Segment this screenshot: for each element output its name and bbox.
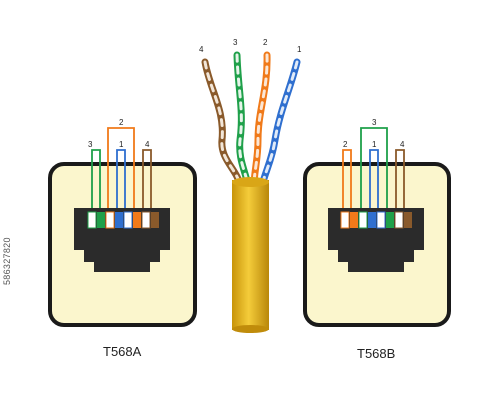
- cable-jacket: [232, 180, 269, 330]
- cable-jacket-bottom: [232, 325, 269, 333]
- cable-pair-label-4: 4: [199, 45, 204, 54]
- cable-jacket-top: [232, 177, 269, 187]
- t568a-pair-label-1: 1: [119, 140, 124, 149]
- t568a-pair-label-3: 3: [88, 140, 93, 149]
- t568b-pair-label-3: 3: [372, 118, 377, 127]
- cable-twisted-pairs: [201, 51, 301, 190]
- t568a-pair-label-4: 4: [145, 140, 150, 149]
- t568b-pair-label-4: 4: [400, 140, 405, 149]
- cable-pair-label-2: 2: [263, 38, 268, 47]
- cable-pair-label-3: 3: [233, 38, 238, 47]
- t568a-jack: 3 2 1 4: [48, 118, 197, 327]
- cable-pair-label-1: 1: [297, 45, 302, 54]
- cat5-cable: 4 3 2 1: [199, 38, 302, 333]
- t568b-wire-leads: [342, 127, 405, 212]
- t568a-wire-leads: [91, 127, 152, 212]
- stock-image-id: 586327820: [2, 237, 12, 285]
- t568b-label: T568B: [357, 346, 396, 361]
- t568b-pair-label-1: 1: [372, 140, 377, 149]
- t568b-pins: [340, 211, 412, 229]
- t568a-label: T568A: [103, 344, 142, 359]
- t568a-pair-label-2: 2: [119, 118, 124, 127]
- t568a-pins: [87, 211, 159, 229]
- t568b-jack: 2 3 1 4: [303, 118, 451, 327]
- t568b-pair-label-2: 2: [343, 140, 348, 149]
